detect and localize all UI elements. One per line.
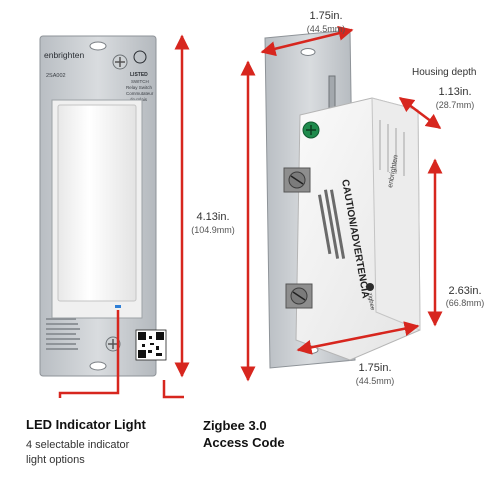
bottom-width-mm-label: (44.5mm) [355,376,395,386]
led-callout-line [58,310,120,398]
caution-fine-print [318,189,346,259]
led-callout-sub-2: light options [26,454,85,466]
height-label: 4.13in. [196,211,230,223]
listing-text: LISTED [130,72,148,78]
zigbee-callout-title-1: Zigbee 3.0 [203,418,267,433]
switch-type-line-2: Relay Switch [126,85,153,90]
bottom-screw-icon [105,336,121,352]
side-zigbee-text: zigbee [366,292,375,311]
switch-type-line-3: Commutateur [126,91,154,96]
led-indicator [115,305,121,308]
front-brand-text: enbrighten [44,50,84,60]
bottom-mounting-slot [89,361,107,371]
housing-height-mm-label: (66.8mm) [445,298,485,308]
led-callout-title: LED Indicator Light [26,417,146,432]
housing-depth-label: 1.13in. [438,86,472,98]
top-mounting-slot [89,41,107,51]
housing-depth-dimension-line [398,97,442,129]
terminal-screw-bottom-icon [285,283,313,309]
side-view-switch: CAUTION/ADVERTENCIA enbrighten zigbee [264,29,421,369]
front-model-text: 2SA002 [46,73,66,79]
zigbee-logo-icon [366,283,374,291]
zigbee-callout-line [162,380,184,399]
switch-type-line-1: SWITCH [131,79,149,84]
ground-screw-icon [302,121,320,139]
led-callout-sub-1: 4 selectable indicator [26,439,130,451]
ul-listing-mark [133,50,147,64]
bottom-width-label: 1.75in. [358,362,392,374]
height-mm-label: (104.9mm) [191,225,235,235]
housing-depth-mm-label: (28.7mm) [435,100,475,110]
top-width-label: 1.75in. [309,10,343,22]
qr-code-icon [135,329,167,361]
top-width-dimension-line [260,25,354,57]
terminal-screw-top-icon [283,167,311,193]
front-rating-fine-print [46,318,80,350]
housing-fins [379,120,405,176]
top-screw-icon [112,54,128,70]
housing-height-label: 2.63in. [448,285,482,297]
front-view-switch: enbrighten 2SA002 LISTED SWITCH Relay Sw… [39,35,167,377]
housing-depth-title: Housing depth [412,67,477,78]
top-width-mm-label: (44.5mm) [306,24,346,34]
zigbee-callout-title-2: Access Code [203,435,285,450]
bottom-width-dimension-line [296,321,420,355]
rocker-paddle [57,104,137,302]
